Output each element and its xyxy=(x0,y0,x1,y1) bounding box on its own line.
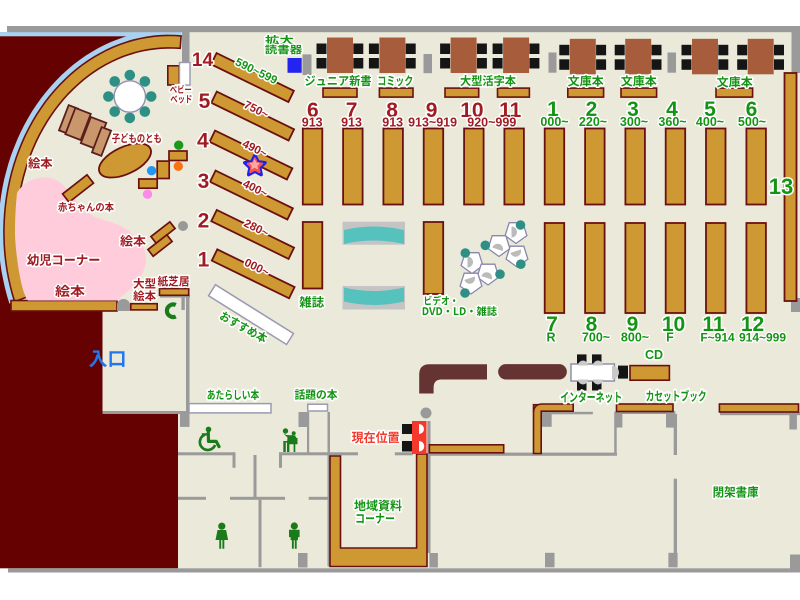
svg-text:400~: 400~ xyxy=(696,115,724,129)
svg-text:12: 12 xyxy=(741,313,764,336)
svg-text:914~999: 914~999 xyxy=(739,331,786,345)
svg-text:11: 11 xyxy=(702,313,725,336)
svg-text:11: 11 xyxy=(499,99,522,122)
svg-text:360~: 360~ xyxy=(658,115,686,129)
svg-text:14: 14 xyxy=(192,50,214,71)
svg-text:CD: CD xyxy=(645,348,663,362)
svg-text:300~: 300~ xyxy=(620,115,648,129)
svg-text:4: 4 xyxy=(666,98,678,121)
svg-text:700~: 700~ xyxy=(582,331,610,345)
svg-text:7: 7 xyxy=(546,313,558,336)
svg-text:920~999: 920~999 xyxy=(467,116,516,130)
svg-text:5: 5 xyxy=(199,90,211,113)
svg-text:9: 9 xyxy=(426,99,438,122)
svg-text:8: 8 xyxy=(386,99,398,122)
svg-text:6: 6 xyxy=(746,98,758,121)
svg-text:F~914: F~914 xyxy=(700,331,735,345)
svg-text:10: 10 xyxy=(662,313,685,336)
svg-text:1: 1 xyxy=(547,98,559,121)
svg-text:6: 6 xyxy=(307,99,319,122)
svg-text:220~: 220~ xyxy=(579,115,607,129)
svg-text:3: 3 xyxy=(198,170,210,193)
svg-text:913: 913 xyxy=(382,116,403,130)
svg-text:2: 2 xyxy=(586,98,598,121)
svg-text:4: 4 xyxy=(197,130,209,153)
svg-text:9: 9 xyxy=(627,313,639,336)
svg-text:8: 8 xyxy=(586,313,598,336)
svg-text:5: 5 xyxy=(704,98,716,121)
svg-text:3: 3 xyxy=(627,98,639,121)
svg-text:F: F xyxy=(666,331,674,345)
svg-text:10: 10 xyxy=(460,99,483,122)
svg-text:R: R xyxy=(546,331,555,345)
svg-text:913: 913 xyxy=(341,116,362,130)
svg-text:913: 913 xyxy=(302,116,323,130)
svg-text:000~: 000~ xyxy=(540,115,568,129)
svg-text:7: 7 xyxy=(346,99,358,122)
svg-text:913~919: 913~919 xyxy=(408,116,457,130)
svg-text:13: 13 xyxy=(769,174,793,199)
svg-text:2: 2 xyxy=(198,210,210,233)
svg-text:500~: 500~ xyxy=(738,115,766,129)
svg-text:1: 1 xyxy=(198,249,210,272)
svg-text:800~: 800~ xyxy=(621,331,649,345)
